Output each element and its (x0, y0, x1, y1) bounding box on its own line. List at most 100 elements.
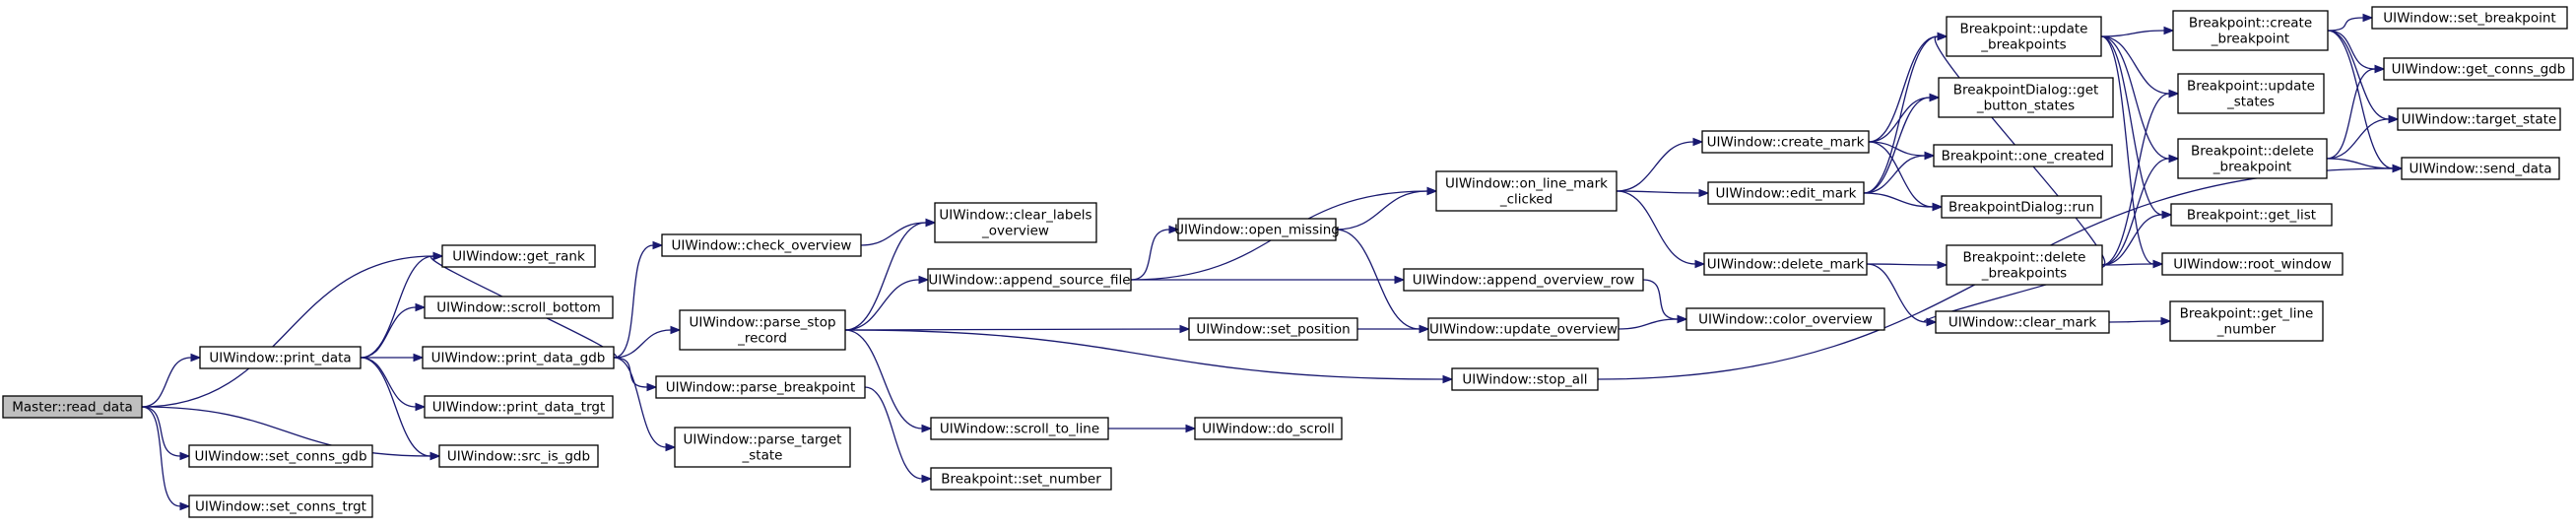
node-root-window[interactable]: UIWindow::root_window (2161, 252, 2344, 276)
node-stop-all[interactable]: UIWindow::stop_all (1451, 367, 1599, 391)
node-check-overview[interactable]: UIWindow::check_overview (661, 233, 862, 257)
node-label: UIWindow::scroll_bottom (436, 300, 601, 316)
node-update-breakpoints[interactable]: Breakpoint::update_breakpoints (1946, 16, 2102, 57)
node-label: UIWindow::set_conns_gdb (194, 449, 366, 465)
node-edit-mark[interactable]: UIWindow::edit_mark (1707, 181, 1865, 205)
node-box (2371, 6, 2568, 30)
node-set-number[interactable]: Breakpoint::set_number (930, 467, 1112, 491)
node-scroll-to-line[interactable]: UIWindow::scroll_to_line (930, 417, 1109, 440)
edge-line (360, 357, 417, 408)
node-delete-breakpoints[interactable]: Breakpoint::delete_breakpoints (1946, 244, 2103, 286)
node-label: UIWindow::root_window (2173, 257, 2331, 273)
node-get-rank[interactable]: UIWindow::get_rank (441, 244, 596, 268)
node-target-state[interactable]: UIWindow::target_state (2397, 107, 2561, 131)
node-label: UIWindow::set_conns_trgt (195, 499, 366, 515)
node-label: _states (2226, 95, 2275, 110)
node-scroll-bottom[interactable]: UIWindow::scroll_bottom (424, 296, 614, 319)
node-label: _breakpoint (2213, 160, 2291, 175)
node-label: UIWindow::send_data (2409, 162, 2551, 177)
edge-line (1616, 190, 1696, 265)
edge-line (1863, 155, 1926, 194)
node-label: UIWindow::append_source_file (928, 273, 1130, 289)
edge-arrowhead (1442, 374, 1454, 384)
edge-print_data-to-print_data_trgt (360, 357, 427, 412)
edge-line (2327, 30, 2394, 169)
edge-line (2327, 30, 2390, 120)
node-label: UIWindow::append_overview_row (1413, 273, 1635, 289)
node-append-overview-row[interactable]: UIWindow::append_overview_row (1403, 268, 1644, 292)
edge-arrowhead (432, 251, 444, 261)
node-box (188, 444, 373, 468)
edge-set_position-to-update_overview (1357, 324, 1430, 334)
node-box (1435, 170, 1618, 212)
node-delete-mark[interactable]: UIWindow::delete_mark (1703, 252, 1868, 276)
edge-arrowhead (2362, 13, 2374, 23)
node-clear-labels-overview[interactable]: UIWindow::clear_labels_overview (934, 202, 1097, 243)
node-label: UIWindow::update_overview (1429, 322, 1618, 338)
node-label: UIWindow::on_line_mark (1445, 176, 1608, 192)
edge-line (844, 222, 927, 331)
node-label: UIWindow::delete_mark (1707, 257, 1865, 273)
node-print-data-trgt[interactable]: UIWindow::print_data_trgt (424, 395, 614, 419)
edge-arrowhead (2160, 316, 2172, 326)
edge-arrowhead (1394, 275, 1406, 285)
edge-delete_mark-to-delete_breakpoints (1866, 260, 1949, 270)
node-label: BreakpointDialog::run (1949, 200, 2094, 216)
node-box (1451, 367, 1599, 391)
node-box (1703, 252, 1868, 276)
edge-update_breakpoints-to-get_list (2100, 35, 2173, 220)
edge-arrowhead (1924, 151, 1936, 161)
edge-on_line_mark_clicked-to-edit_mark (1616, 188, 1710, 198)
node-label: UIWindow::set_breakpoint (2383, 11, 2555, 27)
node-print-data[interactable]: UIWindow::print_data (199, 346, 362, 369)
node-box (1403, 268, 1644, 292)
node-send-data[interactable]: UIWindow::send_data (2401, 157, 2560, 180)
edge-arrowhead (2168, 89, 2180, 99)
node-parse-stop-record[interactable]: UIWindow::parse_stop_record (679, 309, 846, 351)
node-get-button-states[interactable]: BreakpointDialog::get_button_states (1938, 77, 2114, 118)
node-set-breakpoint[interactable]: UIWindow::set_breakpoint (2371, 6, 2568, 30)
node-clear-mark[interactable]: UIWindow::clear_mark (1935, 310, 2110, 334)
edge-arrowhead (921, 474, 933, 484)
edge-delete_breakpoint-to-get_conns_gdb (2326, 64, 2386, 160)
edge-print_data-to-print_data_gdb (360, 353, 425, 363)
node-delete-breakpoint[interactable]: Breakpoint::delete_breakpoint (2177, 138, 2328, 179)
node-box (661, 233, 862, 257)
node-set-conns-trgt[interactable]: UIWindow::set_conns_trgt (188, 495, 373, 518)
node-src-is-gdb[interactable]: UIWindow::src_is_gdb (438, 444, 599, 468)
node-dialog-run[interactable]: BreakpointDialog::run (1941, 195, 2102, 219)
node-do-scroll[interactable]: UIWindow::do_scroll (1194, 417, 1343, 440)
node-set-position[interactable]: UIWindow::set_position (1188, 317, 1358, 341)
edge-arrowhead (2152, 259, 2164, 269)
node-box (930, 467, 1112, 491)
edge-arrowhead (1168, 225, 1180, 234)
edge-append_source_file-to-append_overview_row (1131, 275, 1406, 285)
node-on-line-mark-clicked[interactable]: UIWindow::on_line_mark_clicked (1435, 170, 1618, 212)
edge-arrowhead (1185, 424, 1197, 433)
node-get-list[interactable]: Breakpoint::get_list (2170, 203, 2333, 227)
node-label: Breakpoint::update (1959, 22, 2087, 37)
node-update-states[interactable]: Breakpoint::update_states (2177, 73, 2325, 114)
node-create-mark[interactable]: UIWindow::create_mark (1701, 130, 1870, 154)
node-parse-breakpoint[interactable]: UIWindow::parse_breakpoint (655, 375, 866, 399)
node-color-overview[interactable]: UIWindow::color_overview (1685, 307, 1885, 331)
edge-print_data_gdb-to-parse_target_state (613, 357, 677, 452)
node-open-missing[interactable]: UIWindow::open_missing (1174, 218, 1340, 241)
edge-line (2326, 118, 2390, 160)
node-label: _breakpoint (2211, 32, 2289, 47)
node-get-conns-gdb[interactable]: UIWindow::get_conns_gdb (2383, 57, 2574, 81)
node-update-overview[interactable]: UIWindow::update_overview (1427, 317, 1619, 341)
edge-create_breakpoint-to-set_breakpoint (2327, 13, 2374, 32)
node-set-conns-gdb[interactable]: UIWindow::set_conns_gdb (188, 444, 373, 468)
node-label: UIWindow::color_overview (1698, 312, 1873, 328)
node-parse-target-state[interactable]: UIWindow::parse_target_state (674, 427, 851, 468)
node-create-breakpoint[interactable]: Breakpoint::create_breakpoint (2172, 10, 2329, 51)
edge-arrowhead (2388, 114, 2400, 124)
node-read-data[interactable]: Master::read_data (2, 395, 143, 419)
node-get-line-number[interactable]: Breakpoint::get_line_number (2169, 300, 2324, 342)
node-append-source-file[interactable]: UIWindow::append_source_file (927, 268, 1132, 292)
node-box (1177, 218, 1337, 241)
node-box (1188, 317, 1358, 341)
node-print-data-gdb[interactable]: UIWindow::print_data_gdb (422, 346, 615, 369)
node-one-created[interactable]: Breakpoint::one_created (1933, 144, 2113, 167)
